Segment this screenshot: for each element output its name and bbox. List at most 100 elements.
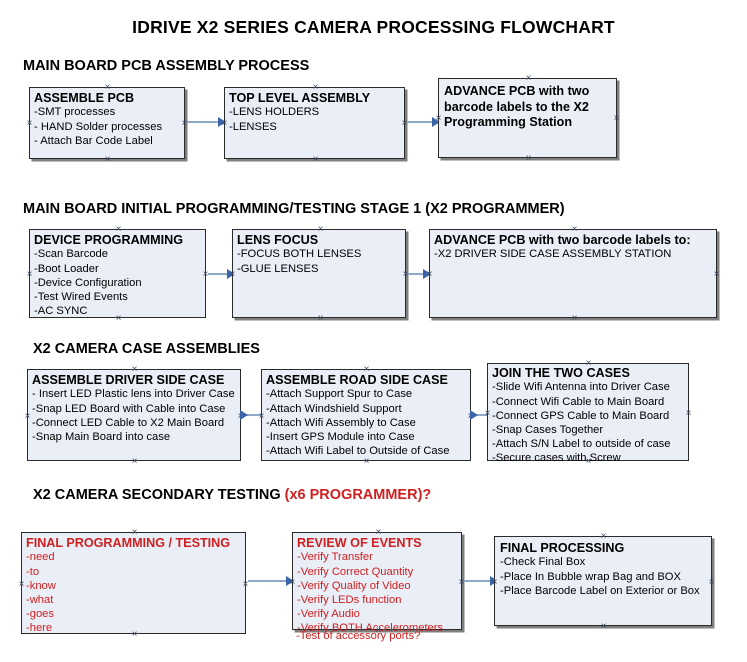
box-overflow-line-test-accessory-ports: -Test of accessory ports? xyxy=(296,630,421,642)
connector-lens-focus-to-advance-pcb xyxy=(408,273,426,275)
box-line: -Verify LEDs function xyxy=(297,593,402,606)
box-title: FINAL PROGRAMMING / TESTING xyxy=(26,536,231,550)
box-advance-pcb-driver-side-case[interactable]: ADVANCE PCB with two barcode labels to: … xyxy=(429,229,717,318)
connection-handle-bottom[interactable] xyxy=(103,155,112,164)
box-line: -Verify BOTH Accelerometers xyxy=(297,622,444,635)
box-line: -goes xyxy=(26,608,54,621)
box-line: -Attach Windshield Support xyxy=(266,402,402,415)
box-line: - Insert LED Plastic lens into Driver Ca… xyxy=(32,388,235,401)
box-line: -what xyxy=(26,593,54,606)
box-title: ADVANCE PCB with two barcode labels to: xyxy=(434,233,691,247)
box-title: LENS FOCUS xyxy=(237,233,319,247)
connector-assemble-pcb-to-top-level xyxy=(187,121,221,123)
box-line: -LENS HOLDERS xyxy=(229,106,320,119)
box-assemble-driver-side-case[interactable]: ASSEMBLE DRIVER SIDE CASE - Insert LED P… xyxy=(27,369,241,461)
box-line: -Connect GPS Cable to Main Board xyxy=(492,409,670,422)
box-line: - Attach Bar Code Label xyxy=(34,134,153,147)
box-line: -know xyxy=(26,579,56,592)
box-line: -Attach S/N Label to outside of case xyxy=(492,438,671,451)
box-title: ADVANCE PCB with two barcode labels to t… xyxy=(444,84,590,130)
box-title: FINAL PROCESSING xyxy=(500,541,625,555)
box-line: -Place Barcode Label on Exterior or Box xyxy=(500,584,700,597)
connector-arrowhead xyxy=(218,117,226,127)
section-heading-annotation: (x6 PROGRAMMER)? xyxy=(284,487,432,503)
box-line: -LENSES xyxy=(229,120,277,133)
connector-arrowhead xyxy=(240,410,248,420)
box-line: -need xyxy=(26,551,55,564)
box-line: -Insert GPS Module into Case xyxy=(266,430,415,443)
box-line: -Scan Barcode xyxy=(34,248,109,261)
box-review-of-events[interactable]: REVIEW OF EVENTS -Verify Transfer -Verif… xyxy=(292,532,462,634)
box-line: -Verify Quality of Video xyxy=(297,579,411,592)
box-line: -Snap LED Board with Cable into Case xyxy=(32,402,226,415)
box-title: ASSEMBLE PCB xyxy=(34,91,135,105)
box-device-programming[interactable]: DEVICE PROGRAMMING -Scan Barcode -Boot L… xyxy=(29,229,206,318)
box-line: -Attach Support Spur to Case xyxy=(266,388,413,401)
connector-arrowhead xyxy=(423,269,431,279)
section-heading-text: MAIN BOARD PCB ASSEMBLY PROCESS xyxy=(23,58,310,74)
box-title: ASSEMBLE DRIVER SIDE CASE xyxy=(32,373,225,387)
box-line: -here xyxy=(26,622,53,635)
box-line: -Test Wired Events xyxy=(34,290,128,303)
box-line: -Slide Wifi Antenna into Driver Case xyxy=(492,381,670,394)
box-line: -Secure cases with Screw xyxy=(492,452,621,465)
box-line: -Verify Audio xyxy=(297,608,360,621)
connection-handle-bottom[interactable] xyxy=(130,457,139,466)
connector-road-case-to-join-cases xyxy=(473,414,489,416)
box-line: -Place In Bubble wrap Bag and BOX xyxy=(500,570,681,583)
connector-review-events-to-final-processing xyxy=(464,580,494,582)
box-line: -Connect Wifi Cable to Main Board xyxy=(492,395,665,408)
section-heading-main-board-initial-programming: MAIN BOARD INITIAL PROGRAMMING/TESTING S… xyxy=(23,201,565,217)
box-line: -X2 DRIVER SIDE CASE ASSEMBLY STATION xyxy=(434,248,672,261)
box-lens-focus[interactable]: LENS FOCUS -FOCUS BOTH LENSES -GLUE LENS… xyxy=(232,229,406,318)
box-line: -SMT processes xyxy=(34,106,116,119)
connector-top-level-to-advance-pcb xyxy=(407,121,435,123)
box-advance-pcb-programming-station[interactable]: ADVANCE PCB with two barcode labels to t… xyxy=(438,78,617,158)
box-top-level-assembly[interactable]: TOP LEVEL ASSEMBLY -LENS HOLDERS -LENSES xyxy=(224,87,405,159)
box-line: -Attach Wifi Assembly to Case xyxy=(266,416,416,429)
box-line: -Device Configuration xyxy=(34,276,142,289)
section-heading-x2-camera-secondary-testing: X2 CAMERA SECONDARY TESTING (x6 PROGRAMM… xyxy=(33,487,431,503)
section-heading-x2-camera-case-assemblies: X2 CAMERA CASE ASSEMBLIES xyxy=(33,341,260,357)
box-line: -Attach Wifi Label to Outside of Case xyxy=(266,445,450,458)
box-line: -GLUE LENSES xyxy=(237,262,319,275)
box-final-processing[interactable]: FINAL PROCESSING -Check Final Box -Place… xyxy=(494,536,712,626)
box-line: -to xyxy=(26,565,40,578)
connection-handle-bottom[interactable] xyxy=(316,314,325,323)
connector-arrowhead xyxy=(227,269,235,279)
box-title: REVIEW OF EVENTS xyxy=(297,536,422,550)
section-heading-text: X2 CAMERA SECONDARY TESTING xyxy=(33,487,285,503)
connection-handle-right[interactable] xyxy=(712,270,721,279)
box-line: -Verify Transfer xyxy=(297,551,373,564)
connection-handle-bottom[interactable] xyxy=(524,154,533,163)
connector-arrowhead xyxy=(286,576,294,586)
connector-driver-case-to-road-case xyxy=(243,414,261,416)
box-line: -Snap Main Board into case xyxy=(32,430,171,443)
box-line: -AC SYNC xyxy=(34,305,88,318)
box-title: DEVICE PROGRAMMING xyxy=(34,233,184,247)
box-final-programming-testing[interactable]: FINAL PROGRAMMING / TESTING -need -to -k… xyxy=(21,532,246,634)
connector-final-programming-to-review-events xyxy=(248,580,293,582)
section-heading-main-board-pcb-assembly: MAIN BOARD PCB ASSEMBLY PROCESS xyxy=(23,58,309,74)
page-title: IDRIVE X2 SERIES CAMERA PROCESSING FLOWC… xyxy=(132,17,615,37)
connection-handle-bottom[interactable] xyxy=(570,314,579,323)
connector-arrowhead xyxy=(432,117,440,127)
box-line: -Snap Cases Together xyxy=(492,423,604,436)
section-heading-text: X2 CAMERA CASE ASSEMBLIES xyxy=(33,341,260,357)
box-line: -Check Final Box xyxy=(500,556,586,569)
box-title: JOIN THE TWO CASES xyxy=(492,366,630,380)
connector-arrowhead xyxy=(470,410,478,420)
connector-device-programming-to-lens-focus xyxy=(208,273,230,275)
connection-handle-bottom[interactable] xyxy=(362,457,371,466)
box-title: ASSEMBLE ROAD SIDE CASE xyxy=(266,373,448,387)
box-assemble-road-side-case[interactable]: ASSEMBLE ROAD SIDE CASE -Attach Support … xyxy=(261,369,471,461)
box-join-the-two-cases[interactable]: JOIN THE TWO CASES -Slide Wifi Antenna i… xyxy=(487,363,689,464)
connection-handle-bottom[interactable] xyxy=(599,622,608,631)
box-line: -Boot Loader xyxy=(34,262,99,275)
box-title: TOP LEVEL ASSEMBLY xyxy=(229,91,371,105)
box-assemble-pcb[interactable]: ASSEMBLE PCB -SMT processes - HAND Solde… xyxy=(29,87,185,159)
box-line: -Verify Correct Quantity xyxy=(297,565,414,578)
box-line: -Connect LED Cable to X2 Main Board xyxy=(32,416,225,429)
connection-handle-bottom[interactable] xyxy=(311,155,320,164)
